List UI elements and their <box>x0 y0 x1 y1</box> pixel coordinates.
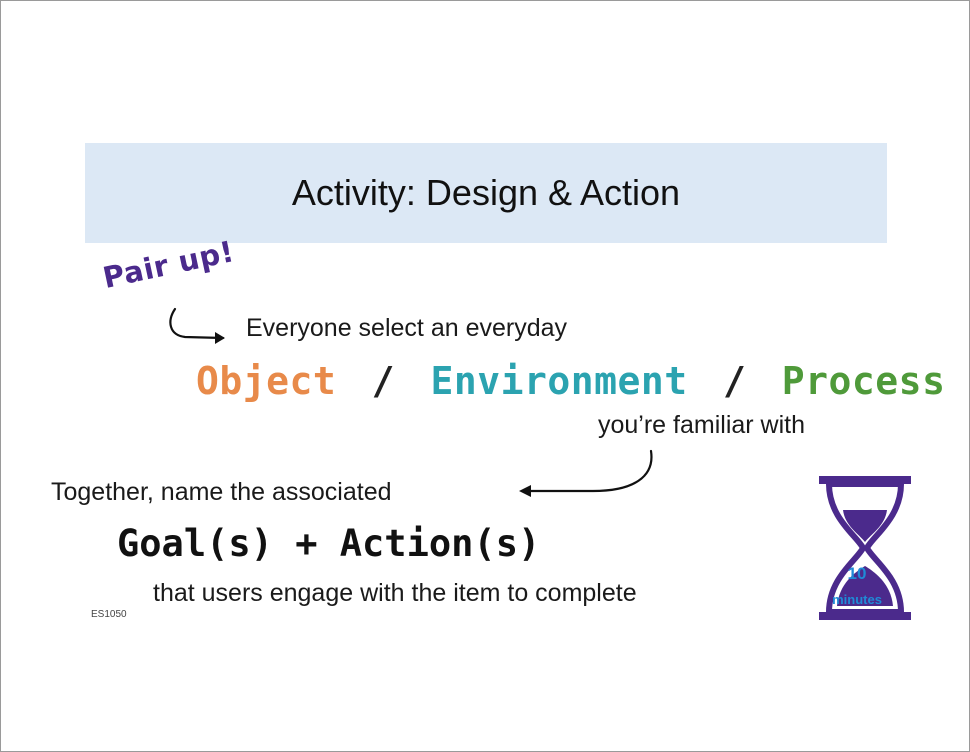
timer-widget: 10 minutes <box>817 474 913 622</box>
word-process: Process <box>781 359 946 403</box>
footer-code: ES1050 <box>91 609 127 620</box>
pair-up-label: Pair up! <box>99 234 238 295</box>
instruction-together: Together, name the associated <box>51 478 392 506</box>
instruction-complete: that users engage with the item to compl… <box>153 579 637 607</box>
timer-unit: minutes <box>832 592 882 607</box>
instruction-select: Everyone select an everyday <box>246 314 568 342</box>
curved-arrow-icon <box>169 307 225 344</box>
separator: / <box>371 359 396 403</box>
word-environment: Environment <box>430 359 688 403</box>
curved-arrow-icon <box>519 449 653 497</box>
timer-number: 10 <box>847 564 867 583</box>
instruction-familiar: you’re familiar with <box>598 411 806 439</box>
hourglass-icon <box>819 476 911 620</box>
word-object: Object <box>196 359 337 403</box>
separator: / <box>723 359 747 403</box>
goal-action-heading: Goal(s) + Action(s) <box>117 522 541 565</box>
slide-title: Activity: Design & Action <box>291 172 681 213</box>
title-band: Activity: Design & Action <box>85 143 887 243</box>
object-environment-process: Object / Environment / Process <box>196 359 945 403</box>
